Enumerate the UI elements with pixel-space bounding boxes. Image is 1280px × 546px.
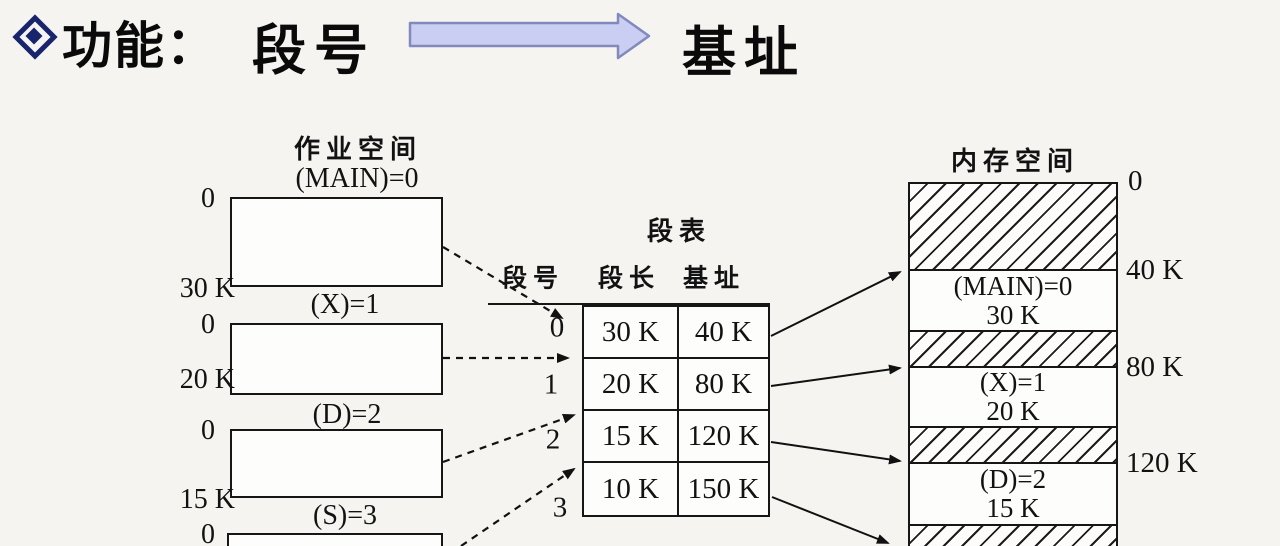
col-header-segment-no: 段号 [501,265,565,293]
segment-name-d: (D)=2 [312,399,382,430]
memory-block-name: (MAIN)=0 [953,270,1073,301]
job-space-heading: 作业空间 [293,135,423,164]
col-header-base-address: 基址 [682,265,746,293]
segment-size-x: 20 K [179,364,235,395]
memory-block-size: 30 K [986,299,1040,330]
job-segment-box-d [230,429,443,498]
table-cell-length-2: 15 K [584,411,679,463]
segment-start-main: 0 [201,183,215,214]
segment-start-s: 0 [201,519,215,546]
segment-no-3: 3 [552,491,568,524]
title-target-term: 基址 [682,23,806,83]
memory-address-0: 0 [1128,165,1143,197]
segment-table-grid: 30 K 40 K 20 K 80 K 15 K 120 K 10 K 150 … [582,305,770,517]
segment-name-x: (X)=1 [310,289,380,320]
memory-free-block-4 [910,526,1116,546]
arrow-base40-to-memory [770,271,902,337]
memory-address-40k: 40 K [1126,254,1184,286]
memory-address-120k: 120 K [1126,447,1198,479]
memory-free-block-1 [910,184,1116,271]
memory-free-block-3 [910,428,1116,464]
segment-name-s: (S)=3 [312,500,378,531]
memory-space-heading: 内存空间 [950,147,1080,176]
job-segment-box-x [230,323,443,395]
title-label: 功能： [62,18,218,74]
memory-used-block-x: (X)=1 20 K [910,368,1116,428]
col-header-segment-length: 段长 [597,265,661,293]
memory-used-block-main: (MAIN)=0 30 K [910,271,1116,332]
segment-no-2: 2 [545,423,561,456]
table-cell-length-1: 20 K [584,359,679,411]
memory-free-block-2 [910,332,1116,368]
table-cell-base-3: 150 K [687,472,760,505]
segment-size-d: 15 K [179,484,235,515]
memory-column: (MAIN)=0 30 K (X)=1 20 K (D)=2 15 K [908,182,1118,546]
table-cell-base-1: 80 K [679,359,768,411]
table-cell-base-2: 120 K [679,411,768,463]
table-top-rule [488,303,770,305]
memory-used-block-d: (D)=2 15 K [910,464,1116,526]
job-segment-box-s [227,533,443,546]
job-segment-box-main [230,197,443,287]
segment-table-heading: 段表 [646,217,712,246]
arrow-base80-to-memory [770,364,902,387]
table-cell-base-0: 40 K [679,307,768,359]
title-source-term: 段号 [252,21,376,81]
segment-name-main: (MAIN)=0 [295,163,419,194]
memory-block-name: (D)=2 [979,464,1047,494]
memory-block-size: 15 K [986,493,1040,523]
table-cell-length-3: 10 K [584,463,679,515]
arrow-base120-to-memory [770,441,902,465]
memory-block-size: 20 K [986,396,1040,426]
segment-start-x: 0 [201,309,215,340]
segment-start-d: 0 [201,415,215,446]
memory-block-name: (X)=1 [979,367,1047,397]
table-cell-length-0: 30 K [584,307,679,359]
segment-no-1: 1 [543,368,559,401]
segment-size-main: 30 K [179,273,235,304]
diamond-bullet-icon [10,12,58,60]
arrow-base150-to-memory [771,496,890,544]
segment-no-0: 0 [549,311,565,344]
mapping-arrow-icon [408,12,651,60]
memory-address-80k: 80 K [1126,351,1184,383]
